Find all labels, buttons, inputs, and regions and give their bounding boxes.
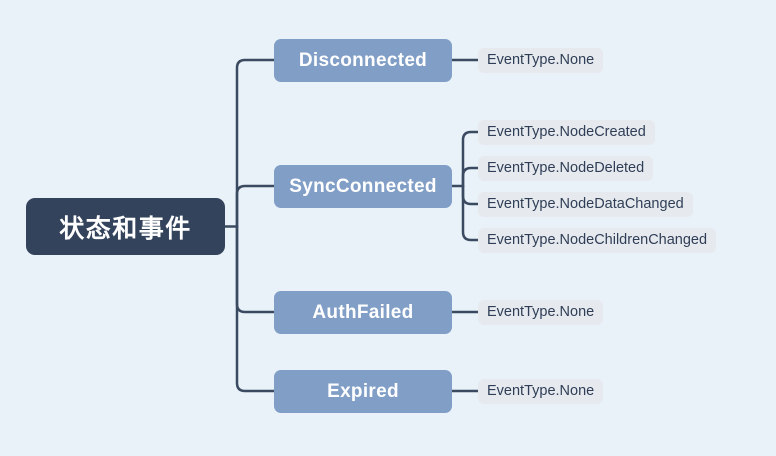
branch-node-syncconnected[interactable]: SyncConnected bbox=[274, 165, 452, 208]
root-node-label: 状态和事件 bbox=[59, 214, 192, 243]
branch-node-label: Expired bbox=[327, 380, 399, 402]
root-node[interactable]: 状态和事件 bbox=[26, 198, 225, 255]
connector-trunk-authfailed bbox=[235, 225, 276, 314]
leaf-node-label: EventType.None bbox=[487, 52, 595, 68]
connector-sync-child-3 bbox=[461, 184, 480, 206]
branch-node-label: AuthFailed bbox=[312, 301, 414, 323]
leaf-node-label: EventType.NodeCreated bbox=[487, 124, 646, 140]
leaf-node-label: EventType.None bbox=[487, 304, 595, 320]
leaf-node-expired-none[interactable]: EventType.None bbox=[478, 378, 604, 404]
leaf-node-nodedeleted[interactable]: EventType.NodeDeleted bbox=[478, 155, 654, 181]
connector-sync-child-1 bbox=[461, 130, 480, 188]
leaf-node-authfailed-none[interactable]: EventType.None bbox=[478, 299, 604, 325]
connector-sync-child-4 bbox=[461, 184, 480, 242]
leaf-node-disconnected-none[interactable]: EventType.None bbox=[478, 47, 604, 73]
branch-node-label: SyncConnected bbox=[289, 175, 437, 197]
leaf-node-nodedatachanged[interactable]: EventType.NodeDataChanged bbox=[478, 191, 693, 217]
leaf-node-label: EventType.None bbox=[487, 383, 595, 399]
connector-sync-child-2 bbox=[461, 166, 480, 188]
branch-node-label: Disconnected bbox=[298, 49, 428, 71]
branch-node-disconnected[interactable]: Disconnected bbox=[274, 39, 452, 82]
connector-trunk-expired bbox=[235, 225, 276, 393]
leaf-node-nodechildrenchanged[interactable]: EventType.NodeChildrenChanged bbox=[478, 227, 717, 253]
branch-node-authfailed[interactable]: AuthFailed bbox=[274, 291, 452, 334]
leaf-node-label: EventType.NodeDeleted bbox=[487, 160, 645, 176]
connector-trunk-syncconnected bbox=[235, 184, 276, 228]
leaf-node-nodecreated[interactable]: EventType.NodeCreated bbox=[478, 119, 655, 145]
leaf-node-label: EventType.NodeChildrenChanged bbox=[487, 232, 708, 248]
branch-node-expired[interactable]: Expired bbox=[274, 370, 452, 413]
leaf-node-label: EventType.NodeDataChanged bbox=[487, 196, 684, 212]
connector-trunk-disconnected bbox=[235, 58, 276, 228]
